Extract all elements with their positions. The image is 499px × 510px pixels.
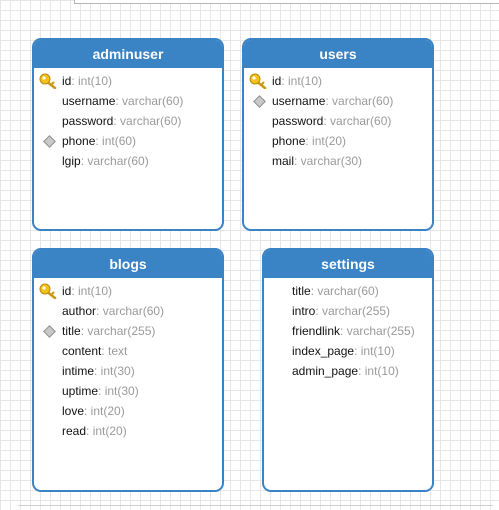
field-type: : varchar(60)	[310, 284, 379, 298]
field-name: intro	[292, 304, 316, 318]
field-name: content	[62, 344, 102, 358]
field-name: uptime	[62, 384, 99, 398]
field-type: : int(60)	[95, 134, 137, 148]
field-name: password	[62, 114, 114, 128]
field-name: id	[272, 74, 282, 88]
field-list: id: int(10)username: varchar(60)password…	[244, 68, 432, 171]
field-type: : varchar(60)	[113, 114, 182, 128]
field-type: : int(10)	[281, 74, 323, 88]
diamond-icon	[43, 325, 56, 338]
field-row[interactable]: password: varchar(60)	[34, 111, 222, 131]
table-title: blogs	[34, 250, 222, 278]
field-type: : varchar(255)	[340, 324, 415, 338]
field-row[interactable]: lgip: varchar(60)	[34, 151, 222, 171]
field-row[interactable]: index_page: int(10)	[264, 341, 432, 361]
field-type: : int(30)	[94, 364, 135, 378]
field-type: : varchar(30)	[294, 154, 363, 168]
field-row[interactable]: title: varchar(255)	[34, 321, 222, 341]
field-type: : int(10)	[71, 74, 113, 88]
field-name: password	[272, 114, 324, 128]
field-type: : varchar(255)	[80, 324, 156, 338]
field-name: admin_page	[292, 364, 359, 378]
field-row[interactable]: intro: varchar(255)	[264, 301, 432, 321]
table-users[interactable]: users id: int(10)username: varchar(60)pa…	[242, 38, 434, 231]
field-type: : int(10)	[358, 364, 399, 378]
canvas-bottom-border	[18, 505, 493, 506]
field-name: username	[62, 94, 116, 108]
canvas-top-border	[74, 0, 499, 4]
field-type: : int(20)	[84, 404, 125, 418]
field-name: author	[62, 304, 97, 318]
field-row[interactable]: love: int(20)	[34, 401, 222, 421]
field-row[interactable]: username: varchar(60)	[34, 91, 222, 111]
table-title: settings	[264, 250, 432, 278]
field-list: id: int(10)username: varchar(60)password…	[34, 68, 222, 171]
field-row[interactable]: id: int(10)	[34, 281, 222, 301]
field-row[interactable]: friendlink: varchar(255)	[264, 321, 432, 341]
field-row[interactable]: intime: int(30)	[34, 361, 222, 381]
field-name: username	[272, 94, 326, 108]
field-type: : int(30)	[98, 384, 139, 398]
table-title: users	[244, 40, 432, 68]
field-type: : int(20)	[305, 134, 347, 148]
field-name: phone	[62, 134, 96, 148]
field-row[interactable]: id: int(10)	[34, 71, 222, 91]
field-row[interactable]: phone: int(60)	[34, 131, 222, 151]
field-name: read	[62, 424, 87, 438]
field-row[interactable]: title: varchar(60)	[264, 281, 432, 301]
key-icon	[249, 73, 267, 90]
diamond-icon	[253, 95, 266, 108]
field-name: id	[62, 284, 72, 298]
field-type: : varchar(60)	[325, 94, 394, 108]
field-row[interactable]: content: text	[34, 341, 222, 361]
key-icon	[39, 283, 57, 300]
field-row[interactable]: password: varchar(60)	[244, 111, 432, 131]
table-blogs[interactable]: blogs id: int(10)author: varchar(60)titl…	[32, 248, 224, 492]
field-type: : varchar(60)	[80, 154, 149, 168]
table-adminuser[interactable]: adminuser id: int(10)username: varchar(6…	[32, 38, 224, 231]
field-name: phone	[272, 134, 306, 148]
field-row[interactable]: mail: varchar(30)	[244, 151, 432, 171]
key-icon	[39, 73, 57, 90]
field-name: title	[292, 284, 311, 298]
field-row[interactable]: uptime: int(30)	[34, 381, 222, 401]
diamond-icon	[43, 135, 56, 148]
field-name: friendlink	[292, 324, 341, 338]
field-type: : int(20)	[86, 424, 127, 438]
table-title: adminuser	[34, 40, 222, 68]
field-name: title	[62, 324, 81, 338]
field-list: title: varchar(60)intro: varchar(255)fri…	[264, 278, 432, 381]
field-name: love	[62, 404, 85, 418]
field-type: : int(10)	[354, 344, 395, 358]
field-list: id: int(10)author: varchar(60)title: var…	[34, 278, 222, 441]
field-type: : int(10)	[71, 284, 113, 298]
field-type: : varchar(60)	[115, 94, 184, 108]
field-row[interactable]: author: varchar(60)	[34, 301, 222, 321]
field-row[interactable]: username: varchar(60)	[244, 91, 432, 111]
field-row[interactable]: phone: int(20)	[244, 131, 432, 151]
field-type: : varchar(60)	[323, 114, 392, 128]
field-name: index_page	[292, 344, 355, 358]
table-settings[interactable]: settings title: varchar(60)intro: varcha…	[262, 248, 434, 492]
field-name: id	[62, 74, 72, 88]
field-name: mail	[272, 154, 295, 168]
field-type: : varchar(255)	[315, 304, 391, 318]
field-type: : varchar(60)	[96, 304, 165, 318]
field-row[interactable]: id: int(10)	[244, 71, 432, 91]
field-name: intime	[62, 364, 95, 378]
field-row[interactable]: admin_page: int(10)	[264, 361, 432, 381]
field-row[interactable]: read: int(20)	[34, 421, 222, 441]
field-type: : text	[101, 344, 128, 358]
field-name: lgip	[62, 154, 81, 168]
